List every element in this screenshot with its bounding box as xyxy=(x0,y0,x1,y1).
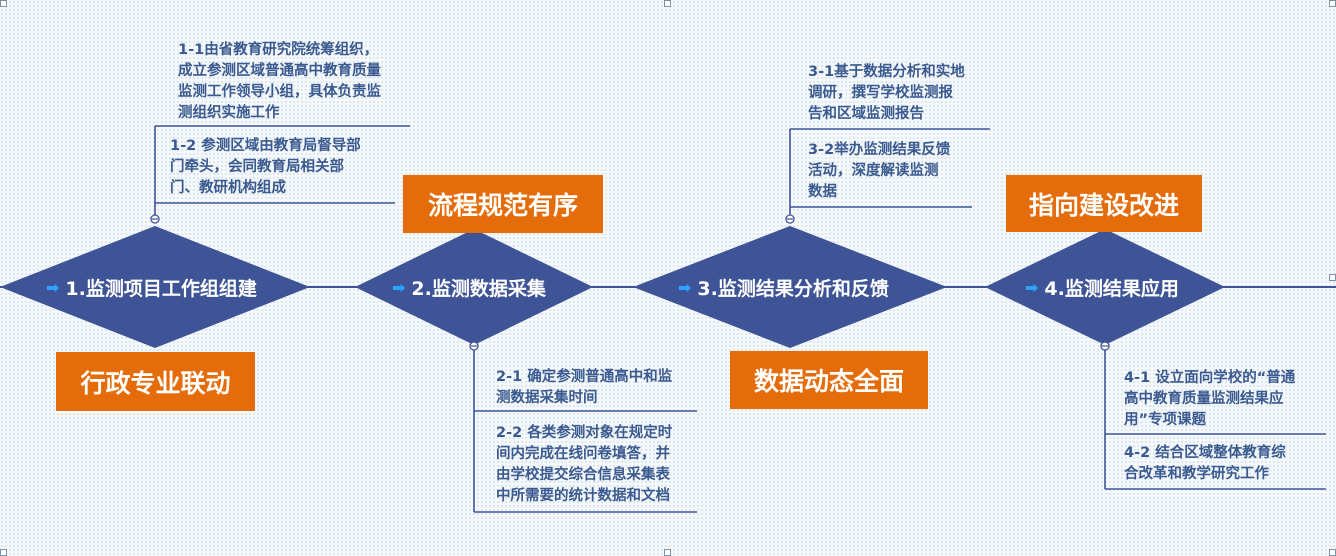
selection-handle-top-left[interactable] xyxy=(0,0,7,7)
selection-handle-middle-right[interactable] xyxy=(1329,274,1336,281)
note-4-1: 4-1 设立面向学校的“普通 高中教育质量监测结果应 用”专项课题 xyxy=(1124,370,1296,428)
step-2-label: ➡ 2.监测数据采集 xyxy=(392,274,546,301)
arrow-right-icon: ➡ xyxy=(46,278,60,297)
tag-admin-professional-linkage: 行政专业联动 xyxy=(56,352,255,411)
note-1-2: 1-2 参测区域由教育局督导部 门牵头，会同教育局相关部 门、教研机构组成 xyxy=(170,138,361,196)
step-4-diamond xyxy=(985,229,1225,345)
step-4-text: 4.监测结果应用 xyxy=(1044,278,1179,300)
arrow-right-icon: ➡ xyxy=(392,278,406,297)
step-2-text: 2.监测数据采集 xyxy=(411,278,546,300)
selection-handle-bottom-center[interactable] xyxy=(664,549,671,556)
branch-4-lines xyxy=(1104,350,1326,490)
tag-dynamic-comprehensive-data: 数据动态全面 xyxy=(730,351,928,409)
step-1-diamond xyxy=(0,226,310,348)
step-3-label: ➡ 3.监测结果分析和反馈 xyxy=(678,274,889,301)
step-3-text: 3.监测结果分析和反馈 xyxy=(697,278,889,300)
note-3-1: 3-1基于数据分析和实地 调研，撰写学校监测报 告和区域监测报告 xyxy=(808,64,965,122)
step-3-diamond xyxy=(633,226,947,348)
step-2-diamond xyxy=(355,229,593,345)
branch-2-lines xyxy=(473,350,697,513)
note-3-2: 3-2举办监测结果反馈 活动，深度解读监测 数据 xyxy=(808,142,951,200)
note-1-1: 1-1由省教育研究院统筹组织， 成立参测区域普通高中教育质量 监测工作领导小组，… xyxy=(178,42,381,121)
arrow-right-icon: ➡ xyxy=(1025,278,1039,297)
arrow-right-icon: ➡ xyxy=(678,278,692,297)
selection-handle-top-right[interactable] xyxy=(1329,0,1336,7)
selection-handle-bottom-left[interactable] xyxy=(0,549,7,556)
step-1-text: 1.监测项目工作组组建 xyxy=(65,278,257,300)
step-1-label: ➡ 1.监测项目工作组组建 xyxy=(46,274,257,301)
step-4-label: ➡ 4.监测结果应用 xyxy=(1025,274,1179,301)
note-2-1: 2-1 确定参测普通高中和监 测数据采集时间 xyxy=(496,369,673,406)
note-2-2: 2-2 各类参测对象在规定时 间内完成在线问卷填答，并 由学校提交综合信息采集表… xyxy=(496,425,673,504)
tag-standardized-process: 流程规范有序 xyxy=(403,175,603,233)
selection-handle-top-center[interactable] xyxy=(664,0,671,7)
selection-handle-bottom-right[interactable] xyxy=(1329,549,1336,556)
branch-1-lines xyxy=(154,125,410,218)
note-4-2: 4-2 结合区域整体教育综 合改革和教学研究工作 xyxy=(1124,445,1286,482)
tag-improvement-oriented: 指向建设改进 xyxy=(1006,175,1202,232)
branch-3-lines xyxy=(789,128,990,218)
